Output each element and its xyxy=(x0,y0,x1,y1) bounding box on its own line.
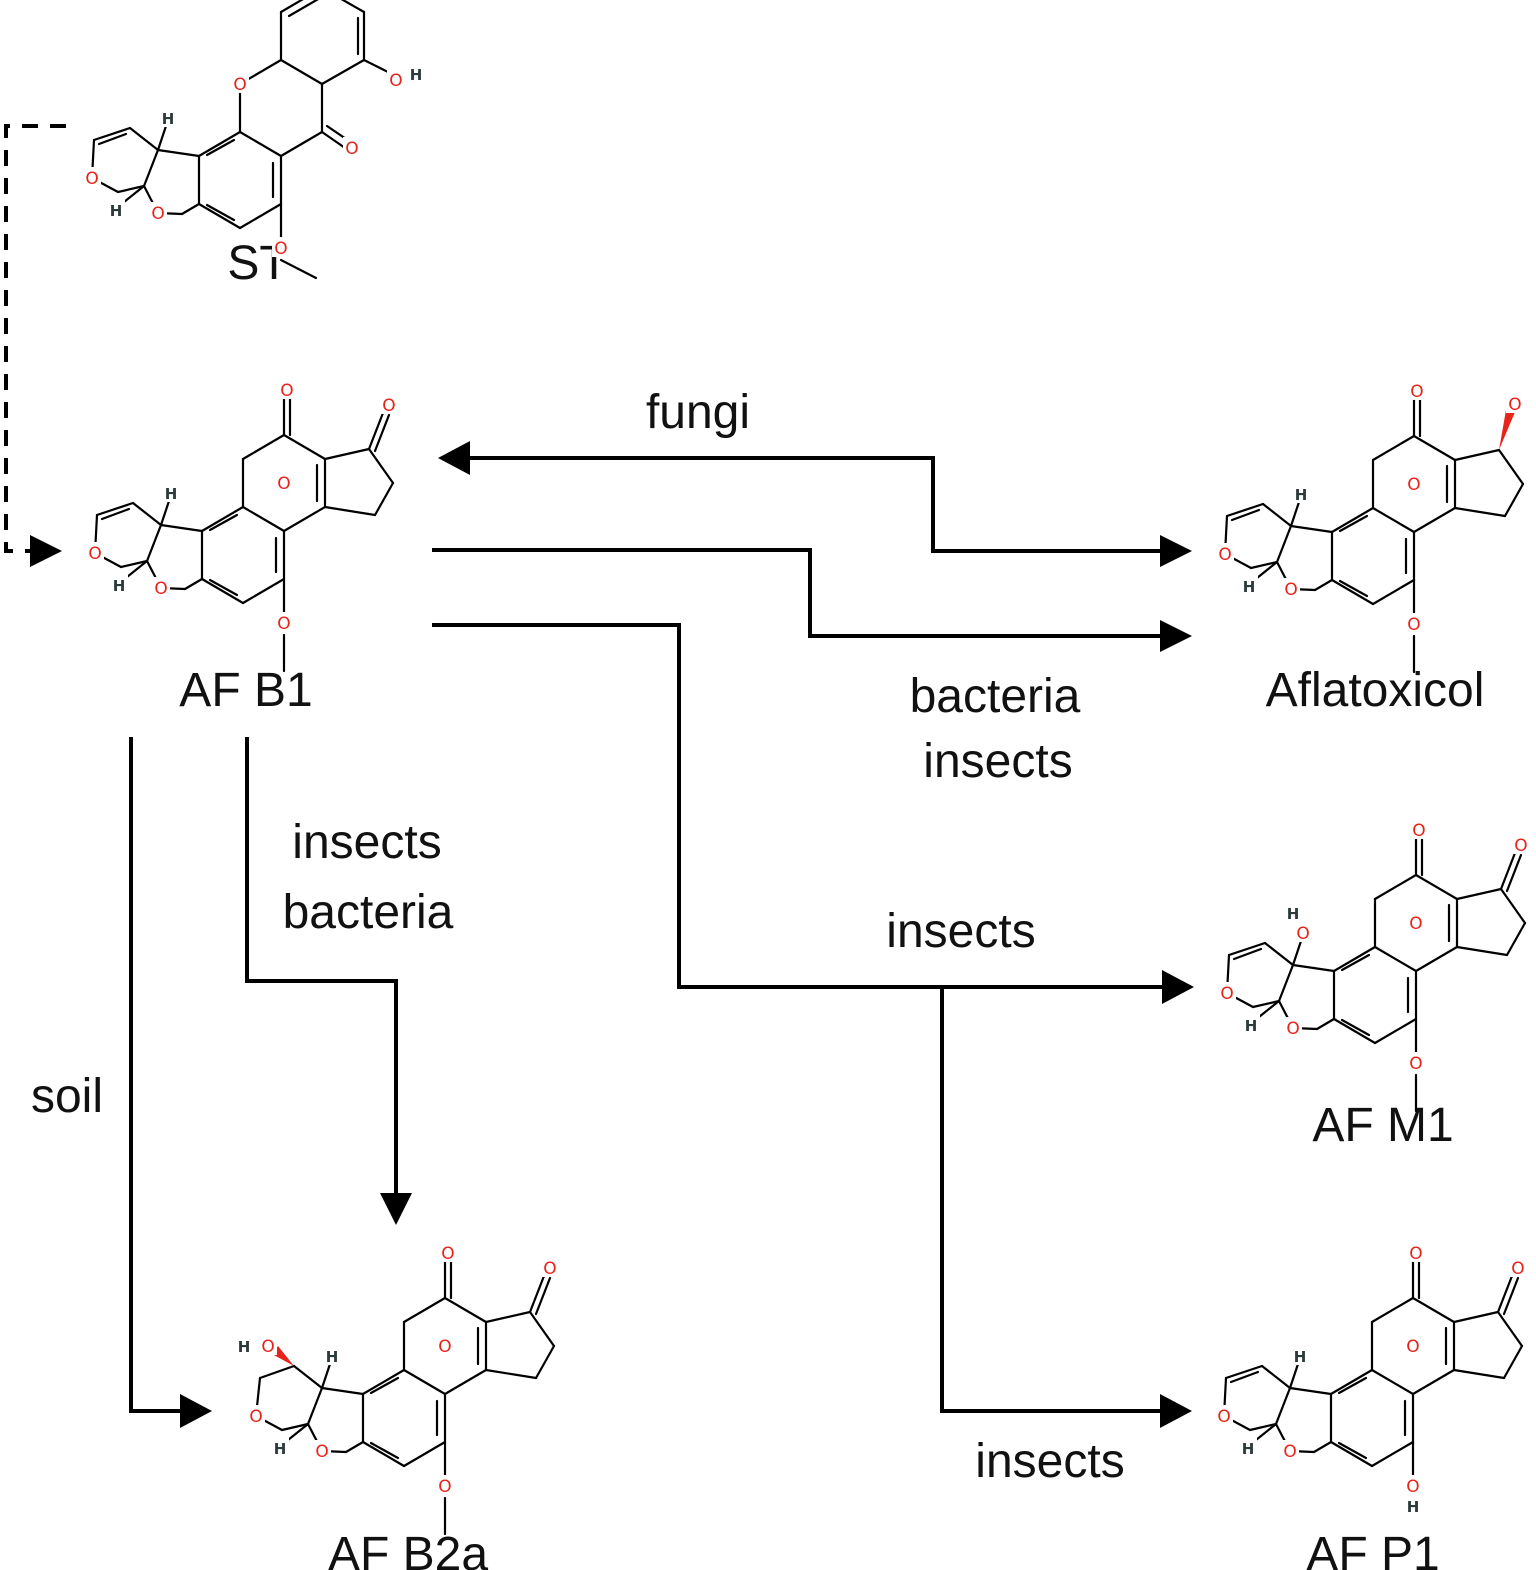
oxygen-atom: O xyxy=(1406,1477,1419,1497)
connectors xyxy=(4,124,1194,1428)
oxygen-atom: O xyxy=(438,1337,451,1357)
oxygen-atom: O xyxy=(1296,924,1309,944)
oxygen-atom: O xyxy=(151,204,164,224)
oxygen-atom: O xyxy=(1284,580,1297,600)
oxygen-atom: O xyxy=(1407,475,1420,495)
fungi-arrowhead-to-afb1 xyxy=(438,441,470,475)
compound-name-afp1: AF P1 xyxy=(1306,1528,1439,1570)
oxygen-atom: O xyxy=(1412,821,1425,841)
oxygen-atom: O xyxy=(1406,1337,1419,1357)
insects-bacteria-path xyxy=(245,737,398,1195)
oxygen-atom: O xyxy=(85,169,98,189)
compound-names: ST AF B1 Aflatoxicol AF M1 AF B2a AF P1 xyxy=(179,237,1484,1570)
edge-labels: fungi bacteria insects insects bacteria … xyxy=(31,386,1125,1488)
oxygen-atom: O xyxy=(438,1477,451,1497)
edge-label-insects-m1: insects xyxy=(886,905,1035,958)
oxygen-atom: O xyxy=(1508,395,1521,415)
oxygen-atom: O xyxy=(315,1442,328,1462)
edge-label-insects: insects xyxy=(923,735,1072,788)
hydrogen-atom: H xyxy=(162,110,175,128)
bacteria-insects-path xyxy=(432,548,1160,638)
bacteria-insects-arrowhead xyxy=(1160,620,1192,652)
oxygen-atom: O xyxy=(277,474,290,494)
oxygen-atom: O xyxy=(233,75,246,95)
hydrogen-atom: H xyxy=(326,1348,339,1366)
oxygen-atom: O xyxy=(389,71,402,91)
insects-arrowhead-to-afm1 xyxy=(1162,970,1194,1004)
hydrogen-atom: H xyxy=(1242,1440,1255,1458)
edge-label-fungi: fungi xyxy=(646,386,750,439)
oxygen-atom: O xyxy=(261,1337,274,1357)
hydrogen-atom: H xyxy=(1407,1498,1420,1516)
soil-path xyxy=(129,737,180,1413)
edge-label-bacteria: bacteria xyxy=(283,886,454,939)
st-to-afb1-path xyxy=(4,124,66,553)
aflatoxicol-structure: OHHOOOOOH xyxy=(1216,380,1536,674)
oxygen-atom: O xyxy=(1217,1407,1230,1427)
oxygen-atom: O xyxy=(382,396,395,416)
oxygen-atom: O xyxy=(1409,914,1422,934)
oxygen-atom: O xyxy=(1511,1259,1524,1279)
hydrogen-atom: H xyxy=(113,577,126,595)
fungi-arrowhead-to-aflatoxicol xyxy=(1160,535,1192,567)
oxygen-atom: O xyxy=(543,1259,556,1279)
compound-name-afb2a: AF B2a xyxy=(328,1528,488,1570)
oxygen-atom: O xyxy=(88,544,101,564)
oxygen-atom: O xyxy=(249,1407,262,1427)
oxygen-atom: O xyxy=(1220,984,1233,1004)
compound-name-aflatoxicol: Aflatoxicol xyxy=(1266,664,1485,717)
compound-name-afb1: AF B1 xyxy=(179,664,312,717)
oxygen-atom: O xyxy=(1409,1244,1422,1264)
hydrogen-atom: H xyxy=(1243,578,1256,596)
st-to-afb1-arrowhead xyxy=(30,535,62,567)
oxygen-atom: O xyxy=(1409,1054,1422,1074)
hydrogen-atom: H xyxy=(238,1338,251,1356)
hydrogen-atom: H xyxy=(165,485,178,503)
oxygen-atom: O xyxy=(274,239,287,259)
oxygen-atom: O xyxy=(441,1244,454,1264)
fungi-path xyxy=(470,456,1160,553)
hydrogen-atom: H xyxy=(274,1440,287,1458)
hydrogen-atom: H xyxy=(410,66,423,84)
hydrogen-atom: H xyxy=(1245,1017,1258,1035)
edge-label-soil: soil xyxy=(31,1070,103,1123)
insects-path xyxy=(432,623,1162,989)
compound-name-afm1: AF M1 xyxy=(1312,1099,1453,1152)
insects-branch-path xyxy=(940,987,1160,1413)
hydrogen-atom: H xyxy=(1295,486,1308,504)
structures: OHHOOOOOOHHOOOOOHOOHHOOOOOOHHOOOOOOHOHHH… xyxy=(83,0,1536,1536)
oxygen-atom: O xyxy=(1218,545,1231,565)
hydrogen-atom: H xyxy=(110,202,123,220)
insects-arrowhead-to-afp1 xyxy=(1160,1394,1192,1428)
oxygen-atom: O xyxy=(277,614,290,634)
oxygen-atom: O xyxy=(1407,615,1420,635)
oxygen-atom: O xyxy=(1286,1019,1299,1039)
oxygen-atom: O xyxy=(1410,382,1423,402)
hydrogen-atom: H xyxy=(1287,905,1300,923)
oxygen-atom: O xyxy=(280,381,293,401)
edge-label-bacteria: bacteria xyxy=(910,670,1081,723)
edge-label-insects-p1: insects xyxy=(975,1435,1124,1488)
oxygen-atom: O xyxy=(1283,1442,1296,1462)
hydrogen-atom: H xyxy=(1294,1348,1307,1366)
oxygen-atom: O xyxy=(1514,836,1527,856)
oxygen-atom: O xyxy=(345,139,358,159)
hydrogen-atom: H xyxy=(1535,392,1536,410)
edge-label-insects: insects xyxy=(292,816,441,869)
soil-arrowhead xyxy=(180,1394,212,1428)
oxygen-atom: O xyxy=(154,579,167,599)
insects-bacteria-arrowhead xyxy=(380,1193,412,1225)
